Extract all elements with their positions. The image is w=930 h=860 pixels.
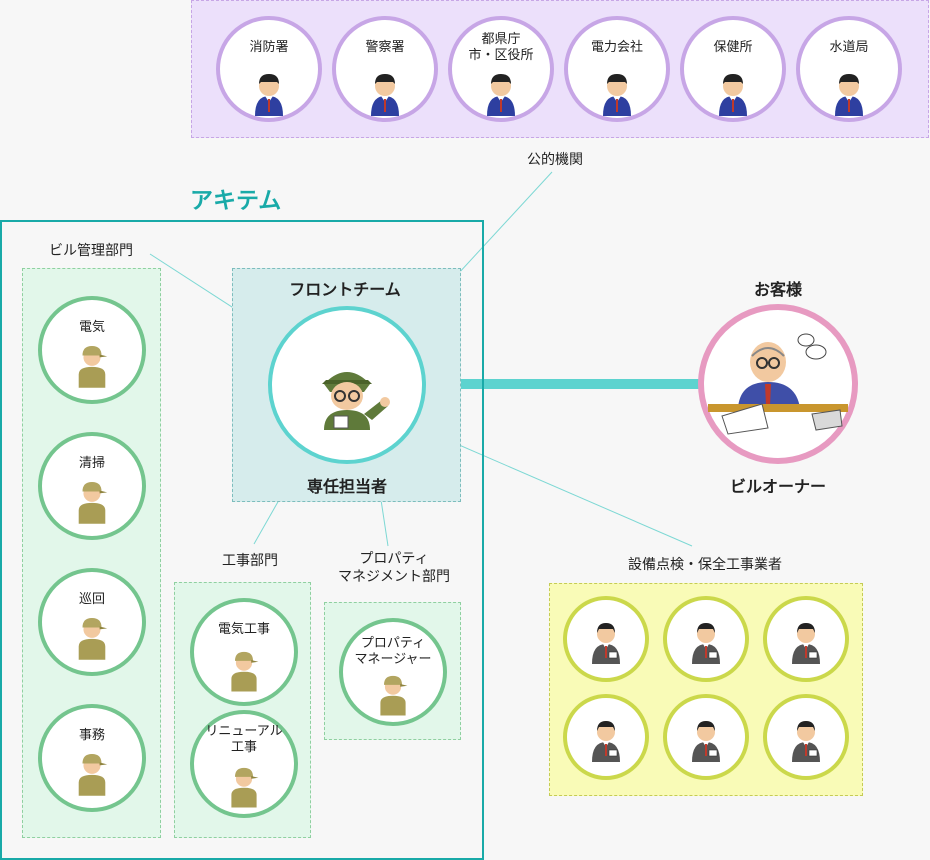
worker-person-icon xyxy=(78,753,108,796)
front-person-label: 専任担当者 xyxy=(306,477,387,496)
label-line: 巡回 xyxy=(78,592,105,607)
owner-circle xyxy=(698,304,858,464)
public-orgs-label: 公的機関 xyxy=(527,152,583,168)
public-org-circle: 電力会社 xyxy=(564,16,670,122)
label-line: 電気 xyxy=(78,320,105,335)
contractor-person-icon xyxy=(692,721,720,762)
building-mgmt-circle-label: 電気 xyxy=(42,320,142,336)
owner-label: ビルオーナー xyxy=(729,477,826,496)
label-line: 警察署 xyxy=(365,40,405,55)
public-org-circle-label: 水道局 xyxy=(800,40,898,56)
public-org-circle: 水道局 xyxy=(796,16,902,122)
suit-person-icon xyxy=(255,74,283,116)
label-line: マネージャー xyxy=(354,652,432,667)
contractor-person-icon xyxy=(592,623,620,664)
building-mgmt-circle-label: 清掃 xyxy=(42,456,142,472)
label-line: 工事 xyxy=(230,740,257,755)
staff-person-icon xyxy=(322,372,390,430)
worker-person-icon xyxy=(231,651,259,692)
label-line: 電気工事 xyxy=(217,622,270,637)
building-mgmt-circle: 事務 xyxy=(38,704,146,812)
building-mgmt-circle-label: 事務 xyxy=(42,728,142,744)
public-org-circle-label: 警察署 xyxy=(336,40,434,56)
property-mgmt-label-line: マネジメント部門 xyxy=(338,569,450,585)
construction-circle: リニューアル工事 xyxy=(190,710,298,818)
line-contractors xyxy=(419,427,693,547)
company-box xyxy=(0,220,484,860)
public-org-circle-label: 電力会社 xyxy=(568,40,666,56)
building-mgmt-circle: 電気 xyxy=(38,296,146,404)
contractor-circle xyxy=(663,596,749,682)
property-mgmt-label: プロパティ マネジメント部門 xyxy=(314,550,474,586)
worker-person-icon xyxy=(78,617,108,660)
label-line: 事務 xyxy=(78,728,105,743)
contractor-circle xyxy=(563,694,649,780)
property-manager-circle-label: プロパティマネージャー xyxy=(343,636,443,668)
worker-person-icon xyxy=(380,675,408,716)
public-org-circle: 都県庁市・区役所 xyxy=(448,16,554,122)
label-line: 水道局 xyxy=(829,40,869,55)
building-mgmt-label: ビル管理部門 xyxy=(49,243,133,259)
construction-circle-label: リニューアル工事 xyxy=(194,724,294,756)
worker-person-icon xyxy=(231,767,259,808)
building-mgmt-circle-label: 巡回 xyxy=(42,592,142,608)
contractor-person-icon xyxy=(692,623,720,664)
building-mgmt-circle: 清掃 xyxy=(38,432,146,540)
label-line: 消防署 xyxy=(249,40,289,55)
front-team-label: フロントチーム xyxy=(289,280,401,299)
public-org-circle-label: 都県庁市・区役所 xyxy=(452,32,550,64)
label-line: 電力会社 xyxy=(590,40,643,55)
contractor-person-icon xyxy=(792,623,820,664)
suit-person-icon xyxy=(835,74,863,116)
public-org-circle: 消防署 xyxy=(216,16,322,122)
property-mgmt-label-line: プロパティ xyxy=(359,551,429,567)
suit-person-icon xyxy=(603,74,631,116)
label-line: 市・区役所 xyxy=(468,48,534,63)
construction-circle-label: 電気工事 xyxy=(194,622,294,638)
worker-person-icon xyxy=(78,345,108,388)
contractor-person-icon xyxy=(792,721,820,762)
public-org-circle: 保健所 xyxy=(680,16,786,122)
label-line: 保健所 xyxy=(713,40,753,55)
building-mgmt-circle: 巡回 xyxy=(38,568,146,676)
contractor-circle xyxy=(663,694,749,780)
construction-circle: 電気工事 xyxy=(190,598,298,706)
customer-label: お客様 xyxy=(753,280,802,299)
suit-person-icon xyxy=(487,74,515,116)
public-org-circle: 警察署 xyxy=(332,16,438,122)
property-manager-circle: プロパティマネージャー xyxy=(339,618,447,726)
public-org-circle-label: 保健所 xyxy=(684,40,782,56)
public-org-circle-label: 消防署 xyxy=(220,40,318,56)
contractor-circle xyxy=(563,596,649,682)
construction-label: 工事部門 xyxy=(222,553,278,569)
label-line: プロパティ xyxy=(360,636,426,651)
building-owner-icon xyxy=(708,333,848,435)
contractors-label: 設備点検・保全工事業者 xyxy=(628,557,782,573)
label-line: リニューアル xyxy=(205,724,283,739)
front-person-circle xyxy=(268,306,426,464)
label-line: 清掃 xyxy=(78,456,105,471)
company-title: アキテム xyxy=(190,188,282,214)
contractor-person-icon xyxy=(592,721,620,762)
label-line: 都県庁 xyxy=(481,32,521,47)
contractor-circle xyxy=(763,596,849,682)
worker-person-icon xyxy=(78,481,108,524)
suit-person-icon xyxy=(719,74,747,116)
contractor-circle xyxy=(763,694,849,780)
suit-person-icon xyxy=(371,74,399,116)
